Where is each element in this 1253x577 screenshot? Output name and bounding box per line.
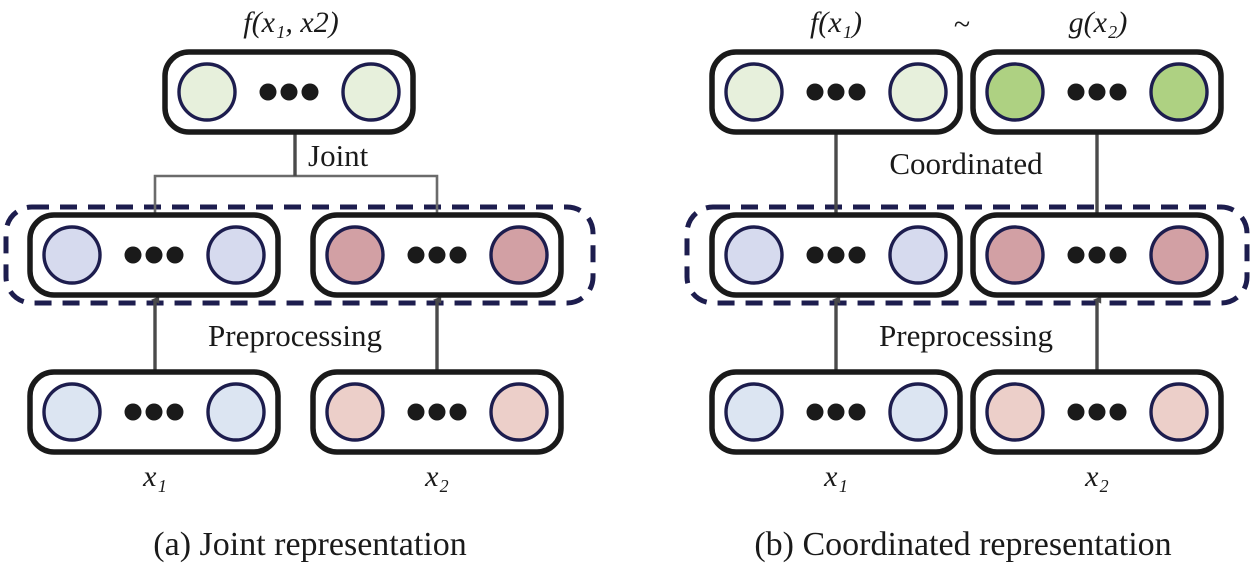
a-mid-left-node-last xyxy=(206,225,266,285)
b-top-left-node-last xyxy=(888,62,948,122)
b-fusion-label: Coordinated xyxy=(889,146,1043,181)
a-caption: (a) Joint representation xyxy=(153,526,467,563)
a-mid-right-node-first xyxy=(325,225,385,285)
b-top-box-right xyxy=(970,49,1224,135)
b-input-box-x1 xyxy=(709,369,963,455)
b-preprocessing-label: Preprocessing xyxy=(879,318,1053,353)
b-output-label-left: f(x₁) xyxy=(809,6,863,39)
a-middle-box-left xyxy=(27,212,281,298)
a-mid-left-node-first xyxy=(42,225,102,285)
b-in-right-ellipsis xyxy=(1067,403,1127,421)
a-in-right-node-first xyxy=(325,382,385,442)
b-middle-box-left xyxy=(709,212,963,298)
a-mid-right-node-last xyxy=(489,225,549,285)
b-mid-right-node-first xyxy=(985,225,1045,285)
a-top-box xyxy=(162,49,416,135)
b-output-label-right: g(x₂) xyxy=(1068,6,1128,39)
b-mid-left-node-first xyxy=(724,225,784,285)
a-preprocessing-label: Preprocessing xyxy=(208,318,382,353)
a-output-label: f(x₁, x2) xyxy=(243,6,339,39)
b-top-right-ellipsis xyxy=(1067,83,1127,101)
b-dashed-group xyxy=(684,204,1250,306)
a-mid-right-ellipsis xyxy=(407,246,467,264)
b-top-left-node-first xyxy=(724,62,784,122)
b-input-label-x2: x₂ xyxy=(1085,460,1109,493)
b-in-right-node-first xyxy=(985,382,1045,442)
a-top-node-first xyxy=(177,62,237,122)
b-top-right-node-first xyxy=(985,62,1045,122)
a-top-node-last xyxy=(341,62,401,122)
b-in-left-ellipsis xyxy=(806,403,866,421)
a-in-left-node-last xyxy=(206,382,266,442)
b-caption: (b) Coordinated representation xyxy=(754,526,1172,563)
b-mid-right-ellipsis xyxy=(1067,246,1127,264)
a-input-label-x2: x₂ xyxy=(425,460,449,493)
a-in-left-ellipsis xyxy=(124,403,184,421)
a-input-box-x1 xyxy=(27,369,281,455)
a-input-label-x1: x₁ xyxy=(143,460,167,493)
a-middle-box-right xyxy=(310,212,564,298)
b-similarity-symbol: ~ xyxy=(953,8,971,41)
b-top-box-left xyxy=(709,49,963,135)
a-fusion-label: Joint xyxy=(308,138,369,173)
b-mid-left-ellipsis xyxy=(806,246,866,264)
a-top-ellipsis xyxy=(259,83,319,101)
a-in-left-node-first xyxy=(42,382,102,442)
b-in-left-node-first xyxy=(724,382,784,442)
b-input-label-x1: x₁ xyxy=(824,460,848,493)
b-input-box-x2 xyxy=(970,369,1224,455)
b-top-right-node-last xyxy=(1149,62,1209,122)
a-in-right-node-last xyxy=(489,382,549,442)
b-mid-left-node-last xyxy=(888,225,948,285)
a-input-box-x2 xyxy=(310,369,564,455)
a-mid-left-ellipsis xyxy=(124,246,184,264)
a-dashed-group xyxy=(3,204,596,306)
b-in-left-node-last xyxy=(888,382,948,442)
b-top-left-ellipsis xyxy=(806,83,866,101)
b-mid-right-node-last xyxy=(1149,225,1209,285)
b-middle-box-right xyxy=(970,212,1224,298)
b-in-right-node-last xyxy=(1149,382,1209,442)
a-in-right-ellipsis xyxy=(407,403,467,421)
